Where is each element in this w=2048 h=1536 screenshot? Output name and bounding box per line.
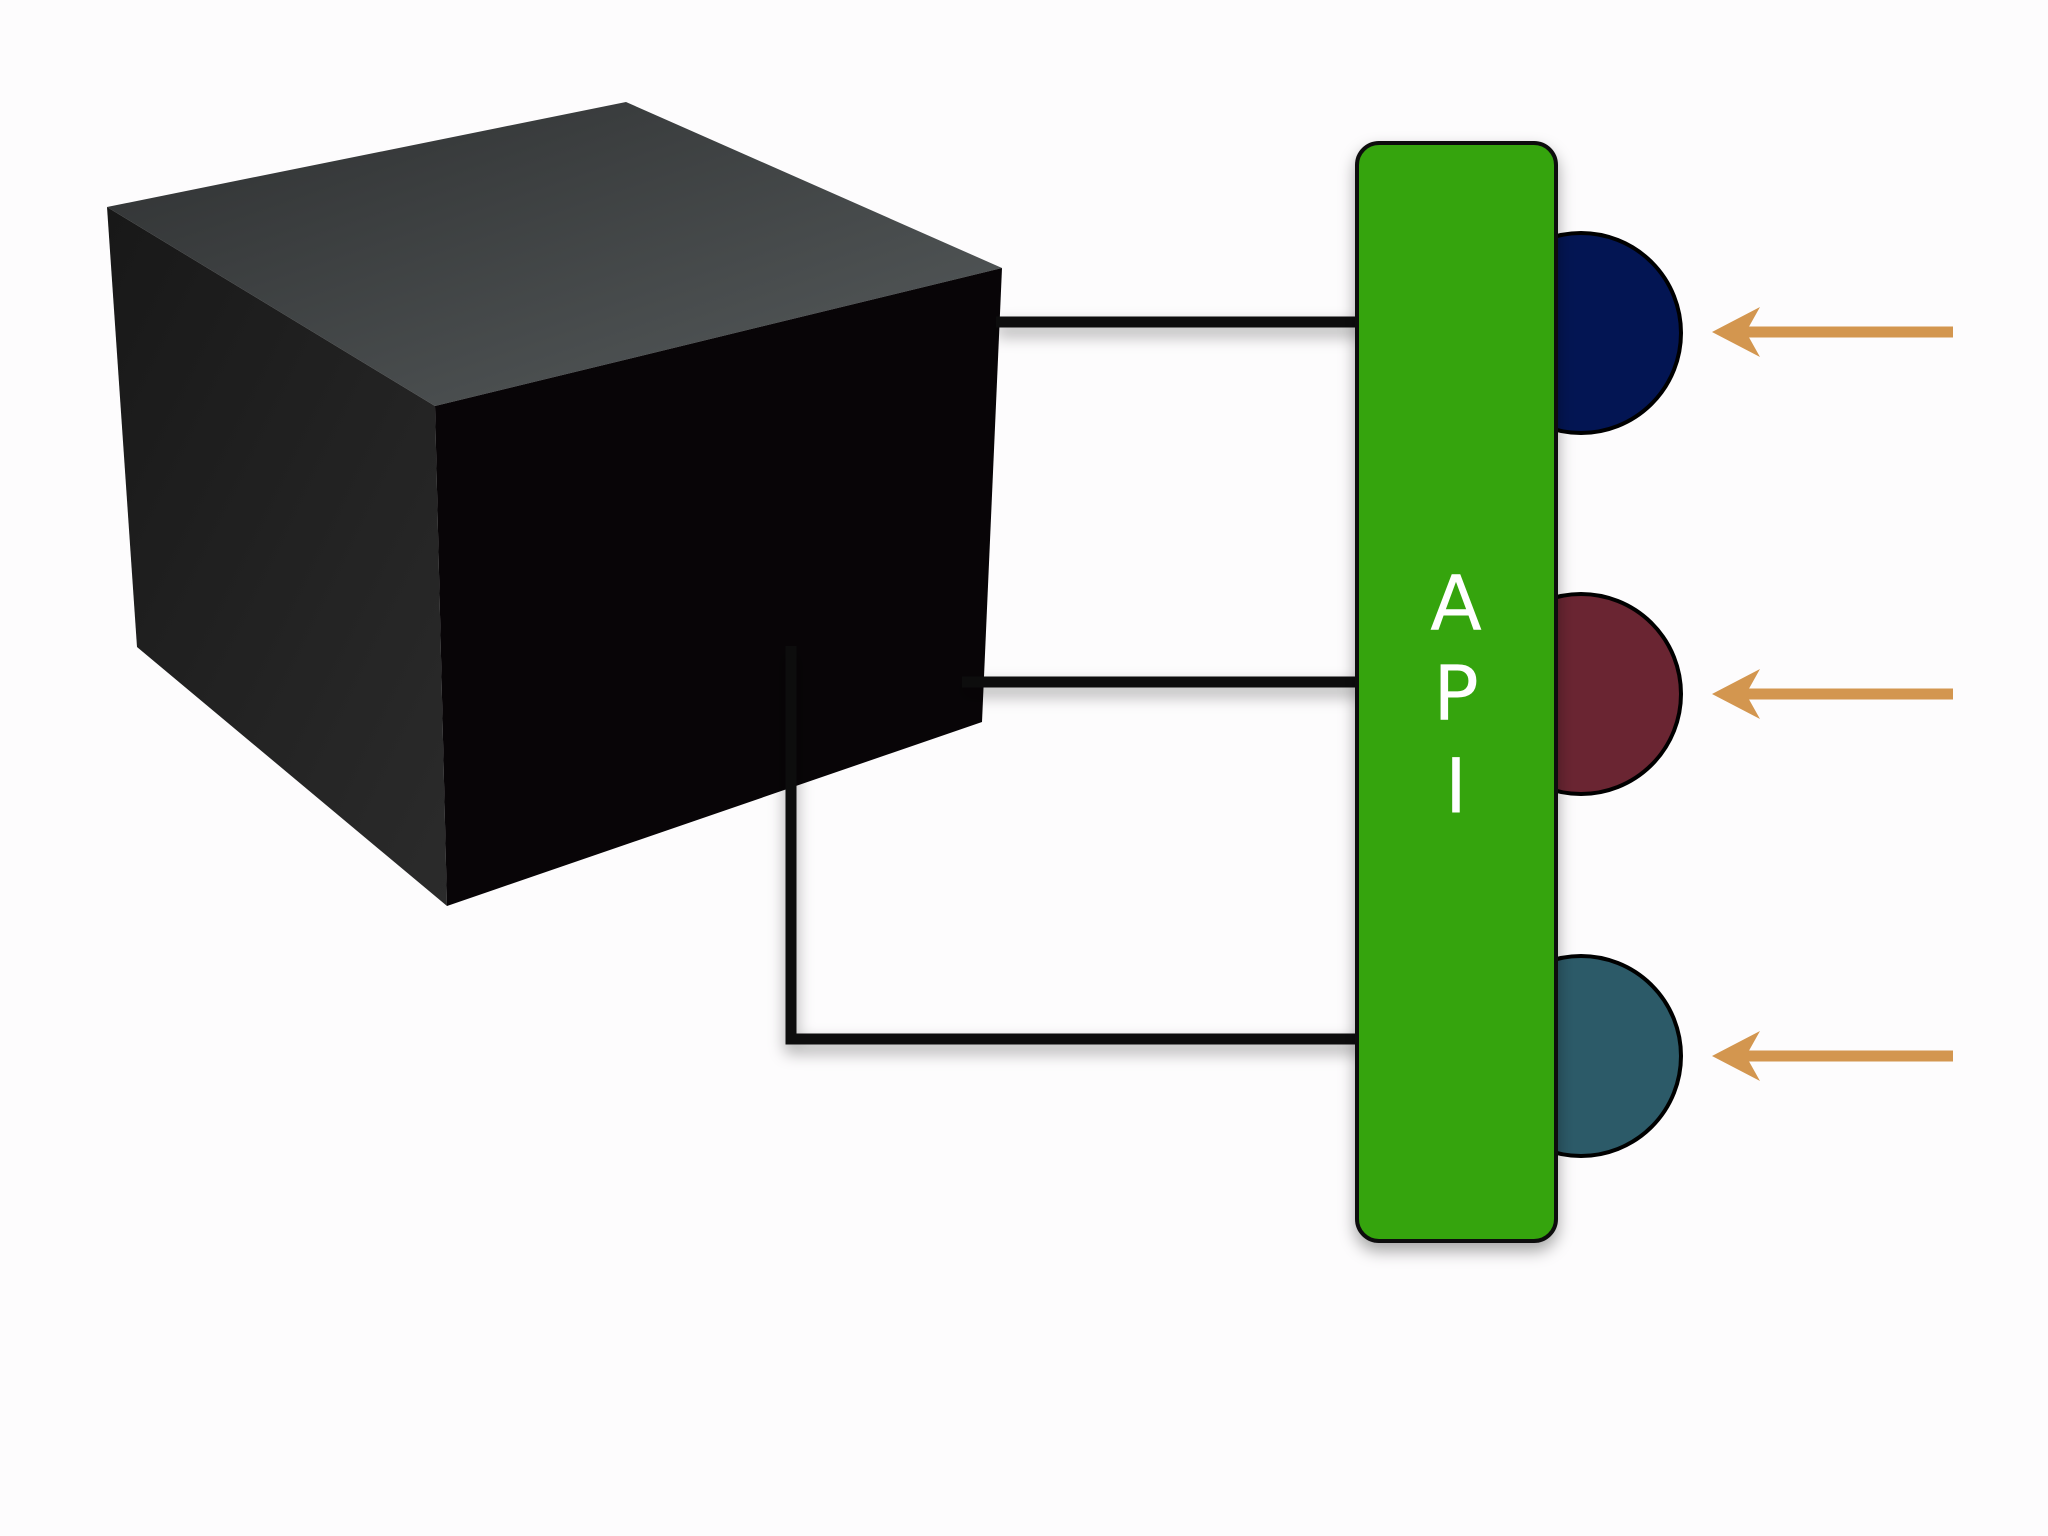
arrow-left-icon (1712, 1031, 1953, 1081)
api-letter-i: I (1445, 742, 1467, 831)
api-letter-a: A (1430, 559, 1482, 648)
api-letter-p: P (1433, 649, 1479, 738)
cube-front-face (435, 268, 1002, 906)
arrow-left-icon (1712, 307, 1953, 357)
connector-line-bottom (785, 646, 1362, 1045)
arrow-left-icon (1712, 669, 1953, 719)
cube-top-face (107, 102, 1002, 406)
cube-left-face (107, 207, 447, 906)
api-bar: A P I (1355, 141, 1558, 1243)
black-box-cube-icon (107, 102, 1002, 906)
incoming-arrows (1712, 307, 1953, 1081)
connector-lines (785, 316, 1362, 1045)
